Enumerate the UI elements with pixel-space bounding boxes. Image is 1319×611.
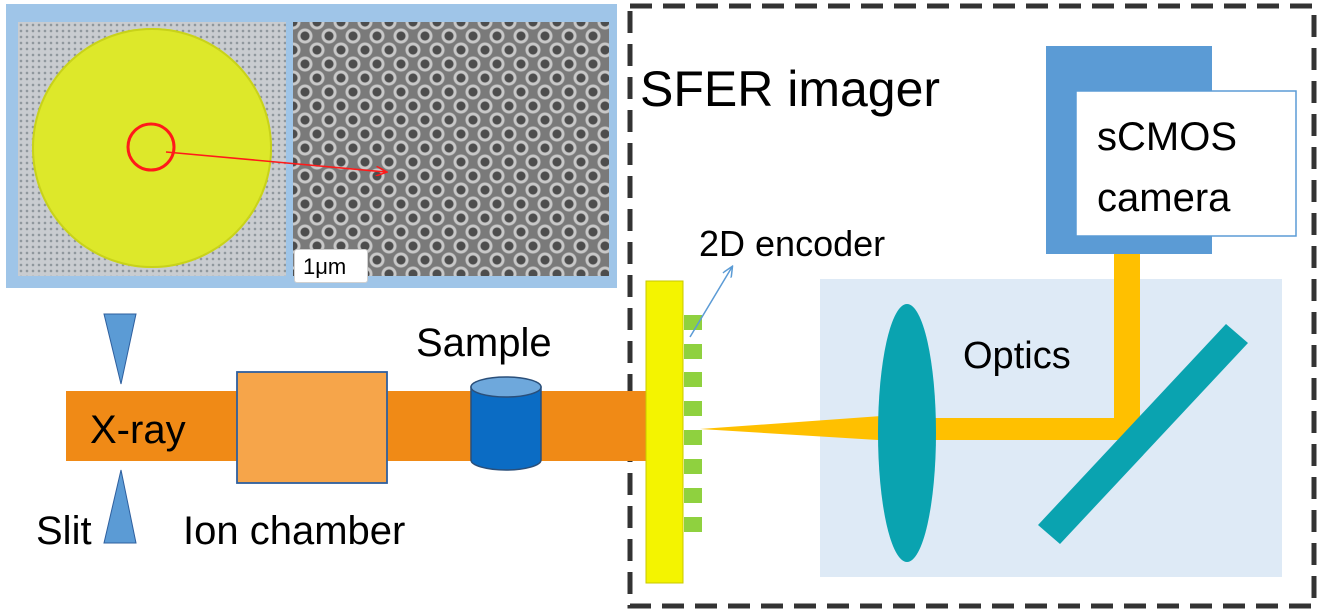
ion-chamber-label: Ion chamber [183, 509, 406, 553]
imager-title: SFER imager [640, 61, 941, 117]
ion-chamber [236, 371, 388, 484]
xray-label: X-ray [90, 408, 186, 452]
imager-frame [627, 3, 1317, 609]
light-vertical [1114, 254, 1140, 440]
encoder-arrow [689, 267, 732, 338]
microscope-image [293, 22, 609, 276]
scale-bar-label: 1μm [303, 254, 347, 279]
slit-label: Slit [36, 509, 92, 553]
optics-label: Optics [963, 335, 1071, 377]
camera-label-box [1075, 90, 1297, 237]
sample-top [470, 376, 542, 398]
light-cone [700, 414, 910, 442]
sample-cylinder [470, 386, 542, 471]
zoom-arrow [165, 151, 386, 172]
encoder-label: 2D encoder [699, 223, 886, 264]
slit-top [103, 313, 137, 385]
camera-label-line2: camera [1097, 176, 1231, 220]
scintillator-disc [32, 28, 272, 268]
encoder-pixels [684, 315, 702, 532]
lens [878, 304, 936, 562]
mirror [1038, 324, 1248, 544]
zoom-circle [126, 122, 176, 172]
light-horizontal [906, 418, 1136, 440]
encoder-plate [645, 280, 684, 584]
slit-bottom [103, 469, 137, 544]
sample-label: Sample [416, 321, 552, 365]
camera-label-line1: sCMOS [1097, 115, 1237, 159]
scale-bar-box [294, 249, 368, 283]
